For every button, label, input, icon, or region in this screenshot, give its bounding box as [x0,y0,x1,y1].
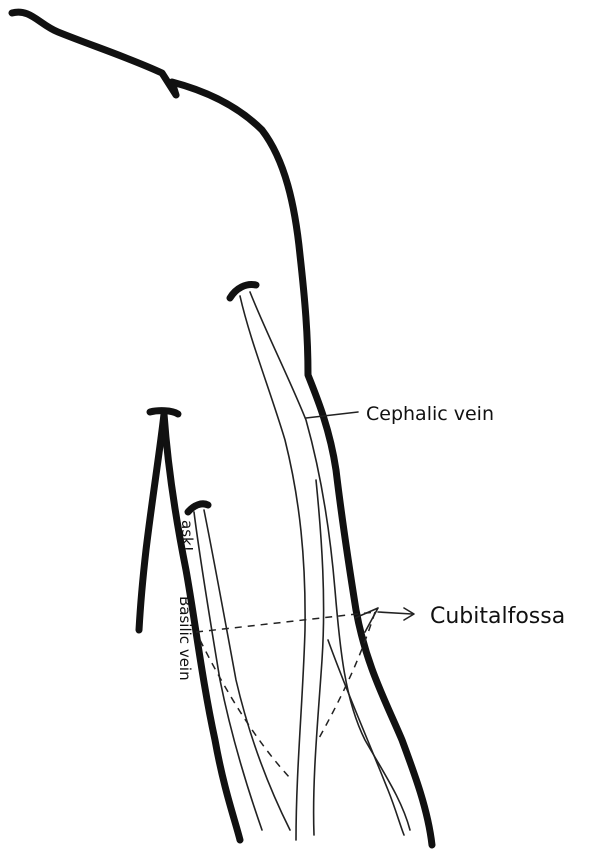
basilic-vein-label: Basilic vein [176,596,194,681]
arm-medial-line-lower [164,414,240,840]
cephalic-vein-label: Cephalic vein [366,403,494,425]
cephalic-vein-right-wall [250,292,410,830]
cubital-fossa-left-line [200,640,290,778]
cephalic-vein-leader [306,412,358,418]
cubital-fossa-right-line [318,612,375,740]
cubital-fossa-arrow-line [378,612,412,614]
cephalic-vein-left-wall [240,296,305,840]
basilic-vein-cap [188,504,208,512]
cubital-fossa-label: Cubitalfossa [430,604,565,629]
cephalic-vein-branch [328,640,404,835]
arm-lateral-outline [12,12,432,845]
arm-medial-line-upper [139,414,164,630]
cephalic-vein-inner-line [314,480,324,835]
cubital-fossa-top-line [196,612,375,632]
axilla-label: ask! [178,520,196,552]
